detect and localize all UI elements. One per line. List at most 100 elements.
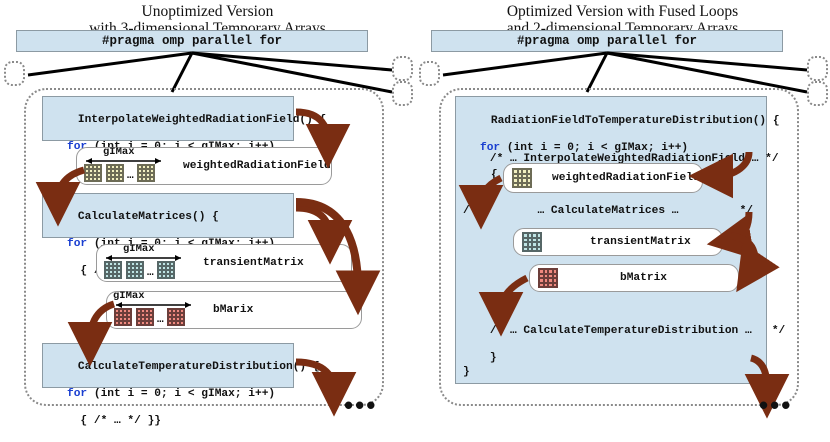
grid-cell <box>513 173 518 178</box>
grid-cell <box>552 278 557 283</box>
grid-cell <box>527 242 532 247</box>
grid-cell <box>141 169 146 173</box>
grid-cell <box>141 165 146 169</box>
right-title-line1: Optimized Version with Fused Loops <box>506 3 739 20</box>
left-pragma-bar: #pragma omp parallel for <box>16 30 368 52</box>
grid-cell <box>137 321 141 325</box>
grid-cell <box>107 165 111 169</box>
grid-cell <box>131 274 135 278</box>
grid-cell <box>517 173 522 178</box>
grid-cell <box>141 313 145 317</box>
left-panel: Unoptimized Version with 3-dimensional T… <box>0 0 415 427</box>
grid-cell <box>157 266 162 270</box>
grid-cell <box>165 274 170 278</box>
grid-cell <box>169 270 174 274</box>
left-code3-kw: for <box>67 387 88 400</box>
grid-cell <box>89 177 93 181</box>
grid-cell <box>543 278 548 283</box>
grid-cell <box>127 317 131 321</box>
grid-cell <box>171 309 176 313</box>
right-thread-stub-c <box>807 81 828 106</box>
grid-cell <box>175 309 180 313</box>
grid-cell <box>135 262 139 266</box>
grid-cell <box>141 177 146 181</box>
grid-cell <box>149 169 154 173</box>
grid-cell <box>161 274 166 278</box>
right-pragma-bar: #pragma omp parallel for <box>431 30 783 52</box>
grid-cell <box>526 173 531 178</box>
grid-cell <box>169 262 174 266</box>
grid-cell <box>105 262 109 266</box>
grid-cell <box>522 182 527 187</box>
right-array-box-3: bMatrix <box>529 264 739 292</box>
right-code-line1: RadiationFieldToTemperatureDistribution(… <box>490 114 780 127</box>
right-array3-grid <box>538 268 558 288</box>
grid-cell <box>543 273 548 278</box>
grid-cell <box>109 274 113 278</box>
grid-cell <box>548 282 553 287</box>
grid-cell <box>149 173 154 177</box>
grid-cell <box>85 177 89 181</box>
grid-cell <box>105 274 109 278</box>
grid-cell <box>123 313 127 317</box>
grid-cell <box>131 270 135 274</box>
left-array1-ellipsis: … <box>127 170 134 182</box>
grid-cell <box>119 165 123 169</box>
grid-cell <box>113 266 117 270</box>
grid-cell <box>536 237 541 242</box>
grid-cell <box>532 242 537 247</box>
right-thread-container <box>439 88 799 406</box>
left-title-line1: Unoptimized Version <box>141 3 274 20</box>
grid-cell <box>113 274 117 278</box>
grid-cell <box>139 270 143 274</box>
grid-cell <box>127 270 131 274</box>
left-array2-ellipsis: … <box>147 267 154 279</box>
grid-cell <box>522 169 527 174</box>
grid-cell <box>145 173 150 177</box>
grid-cell <box>123 309 127 313</box>
grid-cell <box>109 266 113 270</box>
grid-cell <box>89 173 93 177</box>
left-array2-grid-1 <box>104 261 122 279</box>
grid-cell <box>175 313 180 317</box>
left-array3-grid-2 <box>136 308 154 326</box>
grid-cell <box>523 237 528 242</box>
grid-cell <box>141 309 145 313</box>
grid-cell <box>513 182 518 187</box>
right-thread-stub-a <box>419 61 440 86</box>
grid-cell <box>127 274 131 278</box>
right-close-outer: } <box>463 366 470 378</box>
grid-cell <box>127 309 131 313</box>
grid-cell <box>536 233 541 238</box>
grid-cell <box>522 178 527 183</box>
grid-cell <box>145 321 149 325</box>
grid-cell <box>137 317 141 321</box>
grid-cell <box>119 309 123 313</box>
grid-cell <box>137 173 142 177</box>
right-code-kw: for <box>480 141 501 154</box>
grid-cell <box>85 169 89 173</box>
left-array2-dim-arrow <box>106 255 181 261</box>
grid-cell <box>523 242 528 247</box>
grid-cell <box>167 313 172 317</box>
grid-cell <box>145 165 150 169</box>
grid-cell <box>169 274 174 278</box>
grid-cell <box>97 173 101 177</box>
grid-cell <box>135 266 139 270</box>
grid-cell <box>139 274 143 278</box>
grid-cell <box>115 173 119 177</box>
grid-cell <box>97 177 101 181</box>
grid-cell <box>157 262 162 266</box>
grid-cell <box>97 169 101 173</box>
grid-cell <box>145 317 149 321</box>
grid-cell <box>117 266 121 270</box>
grid-cell <box>119 169 123 173</box>
grid-cell <box>127 266 131 270</box>
grid-cell <box>141 321 145 325</box>
grid-cell <box>149 317 153 321</box>
right-thread-stub-b <box>807 56 828 81</box>
grid-cell <box>93 165 97 169</box>
grid-cell <box>527 233 532 238</box>
grid-cell <box>167 317 172 321</box>
grid-cell <box>552 273 557 278</box>
